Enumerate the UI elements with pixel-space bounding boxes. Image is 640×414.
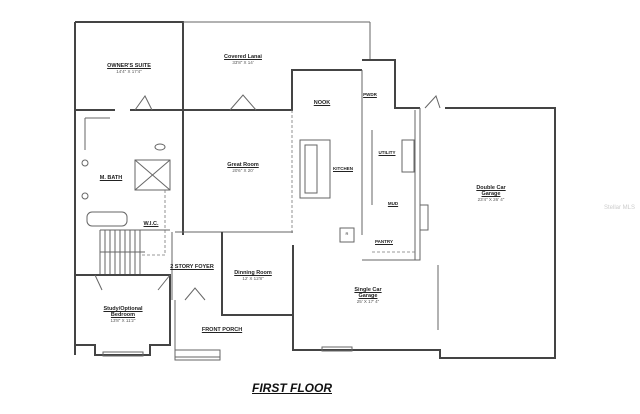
room-kitchen: KITCHEN [333, 166, 353, 172]
double-garage-wall [292, 107, 556, 359]
room-dimensions: 12' X 12'8" [242, 275, 264, 281]
watermark: Stellar MLS [604, 205, 636, 211]
room-name: NOOK [313, 100, 331, 106]
room-dimensions: 23'4" X 26' 4" [477, 196, 505, 202]
room-dimensions: 14'4" X 17'4" [116, 68, 142, 74]
room-name: Single Car Garage [354, 287, 382, 299]
room-name: MUD [387, 201, 399, 206]
room-dimensions: 13'8" X 11'2" [110, 317, 136, 323]
lanai-wall [183, 69, 362, 111]
room-nook: NOOK [313, 100, 331, 107]
room-name: W.I.C. [143, 221, 159, 227]
room-name: FRONT PORCH [201, 327, 243, 333]
room-name: Study/Optional Bedroom [103, 306, 143, 318]
room-name: PWDR [363, 92, 377, 97]
room-name: Dinning Room [234, 270, 272, 276]
fridge-label: R [345, 231, 349, 236]
room-master-bath: M. BATH [99, 175, 123, 182]
room-name: Great Room [227, 162, 259, 168]
room-name: KITCHEN [333, 166, 353, 171]
room-mud: MUD [387, 201, 399, 207]
room-dimensions: 33'8" X 14' [232, 59, 254, 65]
room-name: M. BATH [99, 175, 123, 181]
room-pwdr: PWDR [363, 92, 377, 98]
room-name: Covered Lanai [224, 54, 262, 60]
room-name: OWNER'S SUITE [107, 63, 151, 69]
pwdr-wall [362, 59, 420, 109]
room-name: PANTRY [375, 239, 393, 244]
room-wic: W.I.C. [143, 221, 159, 228]
room-pantry: PANTRY [375, 239, 393, 245]
room-name: 2 STORY FOYER [170, 264, 214, 270]
room-dimensions: 25' X 17' 4" [356, 298, 380, 304]
room-dimensions: 20'6" X 20' [232, 167, 254, 173]
room-front-porch: FRONT PORCH [201, 327, 243, 334]
room-utility: UTILITY [378, 150, 396, 156]
room-foyer: 2 STORY FOYER [170, 264, 214, 271]
stairs [99, 229, 170, 276]
floor-title: FIRST FLOOR [252, 381, 332, 395]
room-name: UTILITY [378, 150, 396, 155]
room-name: Double Car Garage [476, 185, 506, 197]
